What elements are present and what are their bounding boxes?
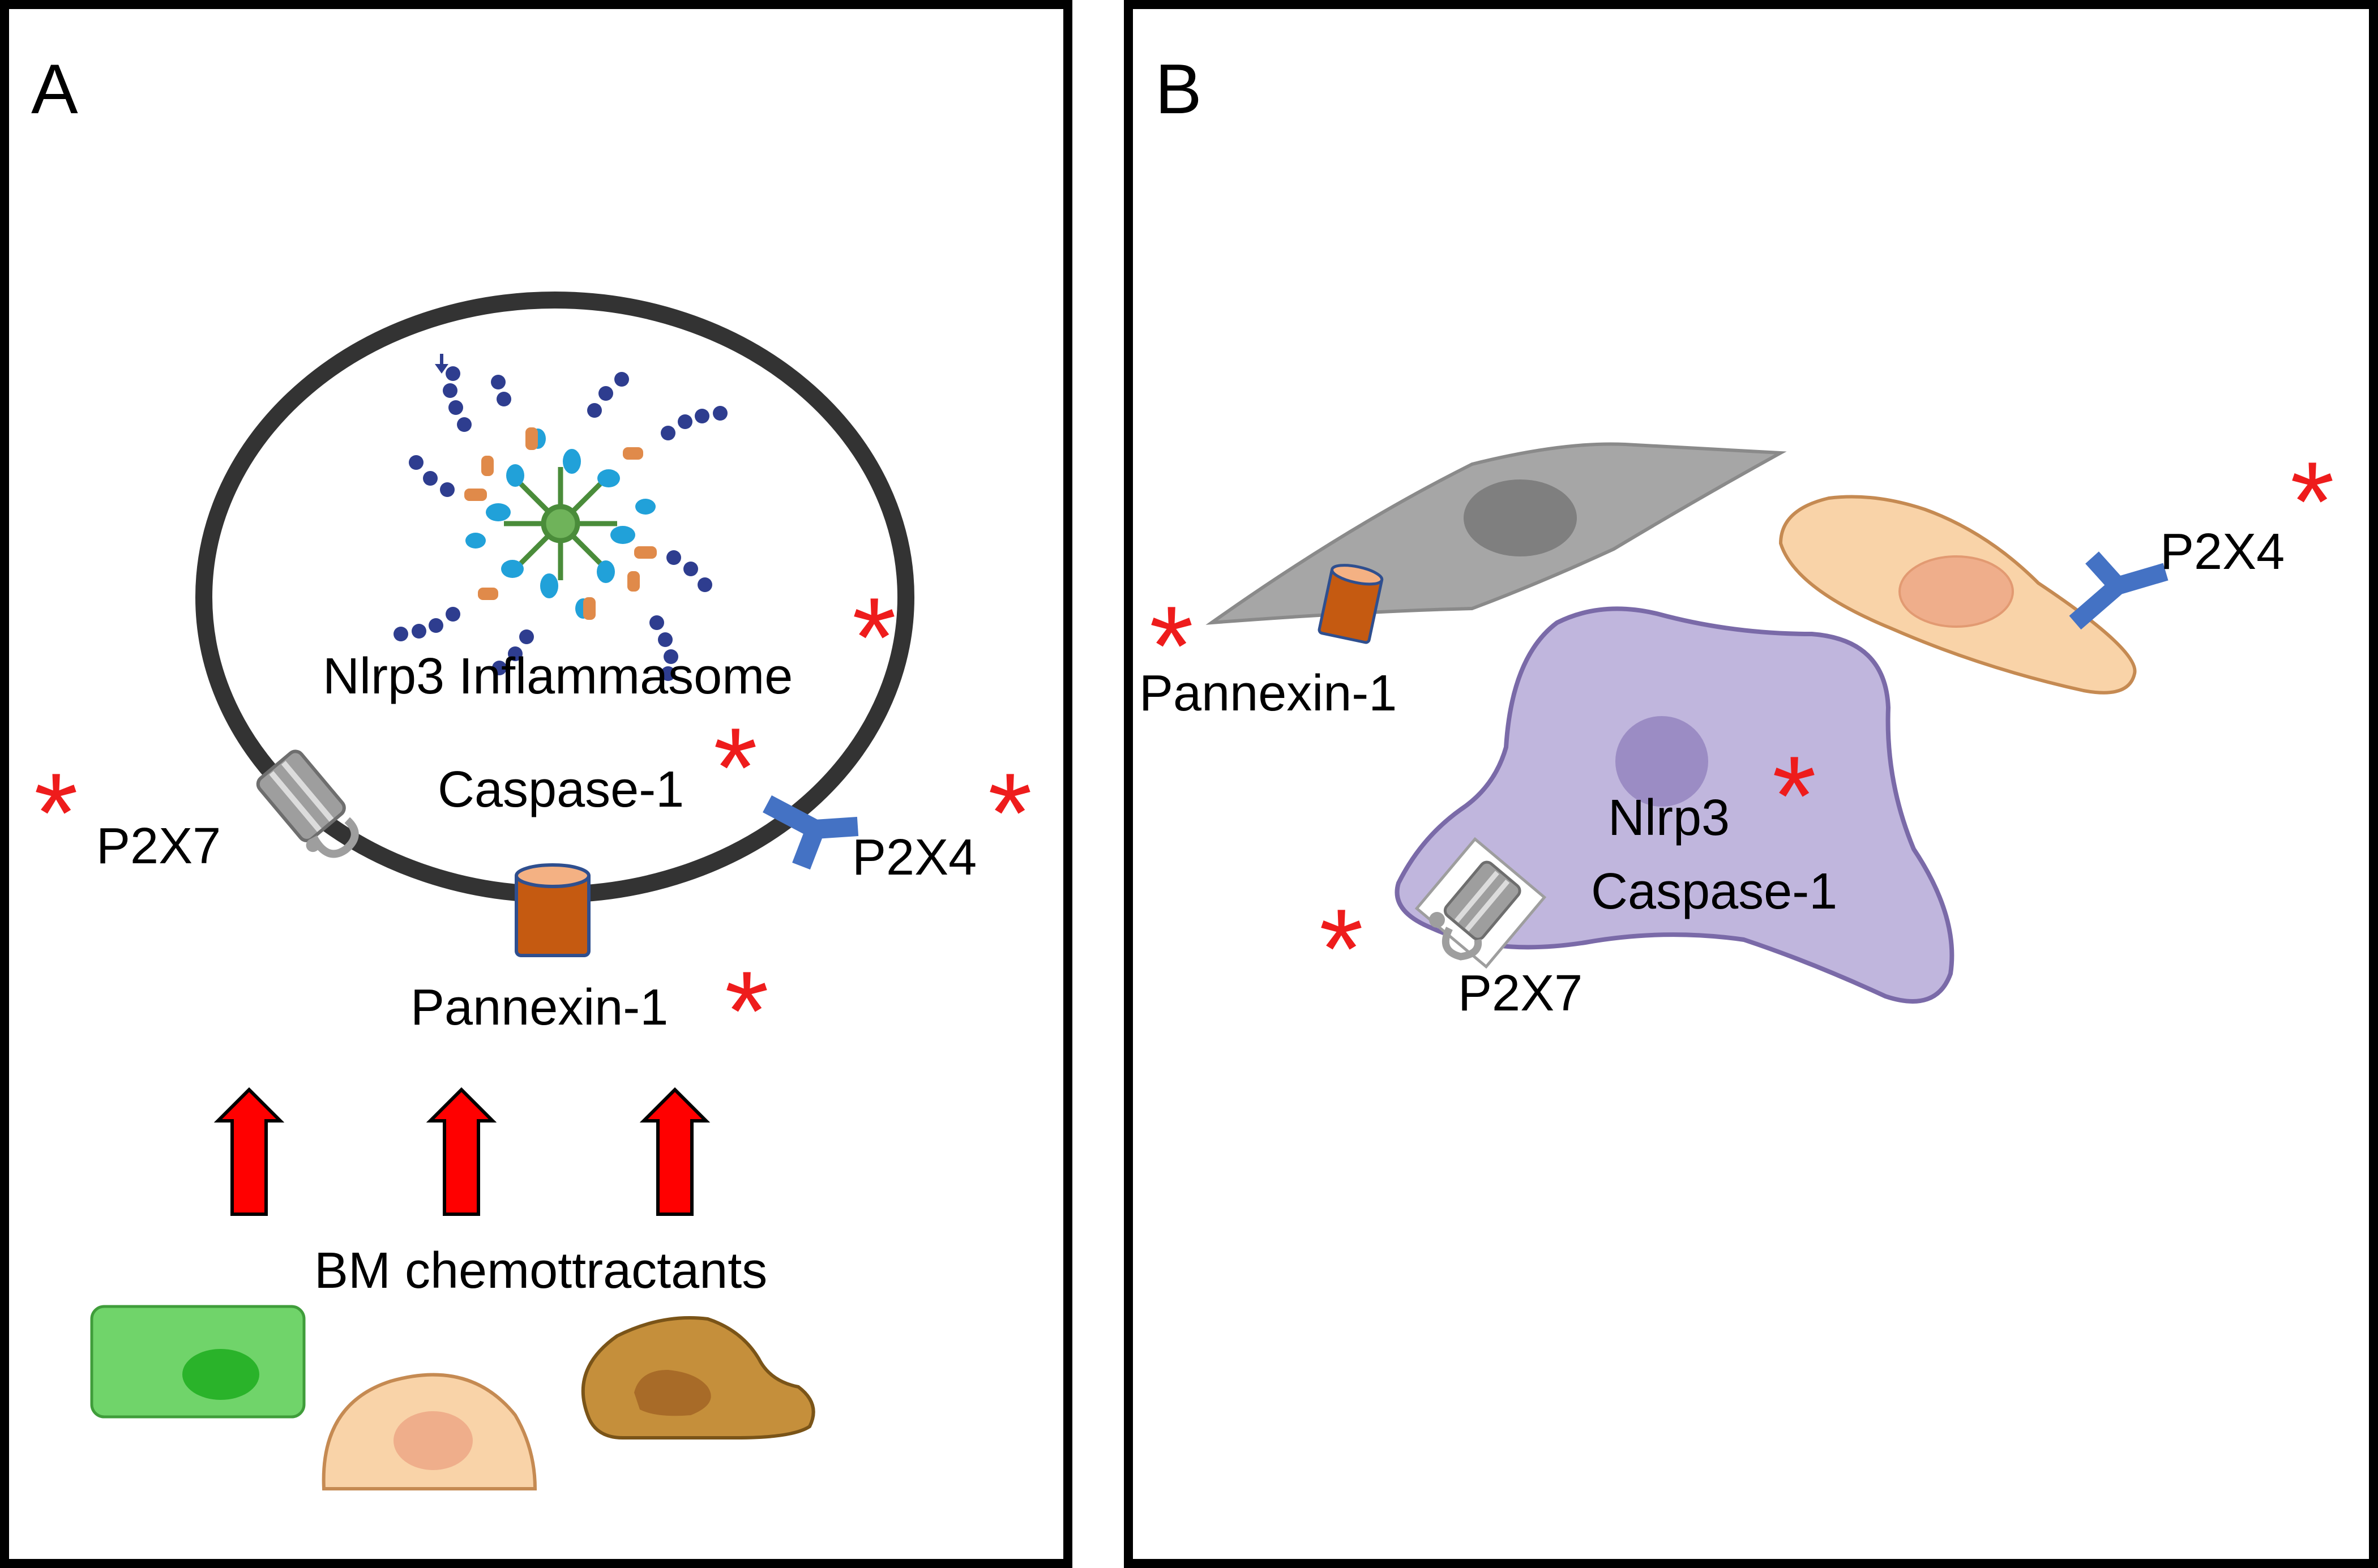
asterisk-nlrp3-b: * [1772,733,1816,859]
asterisk-inflammasome: * [852,575,896,701]
arrow-up-1 [213,1087,285,1216]
asterisk-p2x4: * [988,750,1032,876]
chemo-label: BM chemottractants [314,1243,767,1299]
pannexin-icon-b [1318,564,1384,644]
panel-a-letter: A [31,50,78,128]
nlrp3-label-b: Nlrp3 [1608,790,1730,846]
asterisk-pannexin-b: * [1149,583,1194,709]
asterisk-caspase: * [713,705,758,831]
caspase-label: Caspase-1 [438,761,684,818]
p2x4-icon-b [2069,551,2169,630]
peach-cell [322,1373,537,1490]
arrow-up-3 [639,1087,711,1216]
p2x7-label-b: P2X7 [1458,965,1583,1022]
pannexin-icon [515,863,591,957]
brown-cell [581,1316,815,1440]
asterisk-p2x7: * [34,750,78,876]
inflammasome-icon [394,354,728,681]
p2x4-label: P2X4 [852,829,977,886]
panel-b: B Pannexin-1 P2X4 Nlrp3 Caspase-1 [1124,0,2378,1568]
green-cell [90,1305,306,1419]
chemo-arrows [213,1087,711,1216]
inflammasome-label: Nlrp3 Inflammasome [323,648,793,705]
caspase-label-b: Caspase-1 [1591,863,1837,920]
panel-b-letter: B [1155,50,1202,128]
p2x4-icon [763,795,859,870]
arrow-up-2 [426,1087,497,1216]
panel-a-frame [0,0,1072,1568]
p2x7-label: P2X7 [96,818,221,875]
pannexin-label: Pannexin-1 [410,979,668,1036]
asterisk-pannexin: * [725,948,769,1074]
asterisk-p2x7-b: * [1319,886,1363,1012]
p2x4-label-b: P2X4 [2160,524,2285,580]
p2x7-tail-b [1429,912,1482,961]
panel-a: A [0,0,1072,1568]
p2x7-icon [256,749,359,858]
pannexin-label-b: Pannexin-1 [1139,665,1397,722]
asterisk-p2x4-b: * [2290,439,2334,565]
peach-cell-b [1778,495,2137,695]
